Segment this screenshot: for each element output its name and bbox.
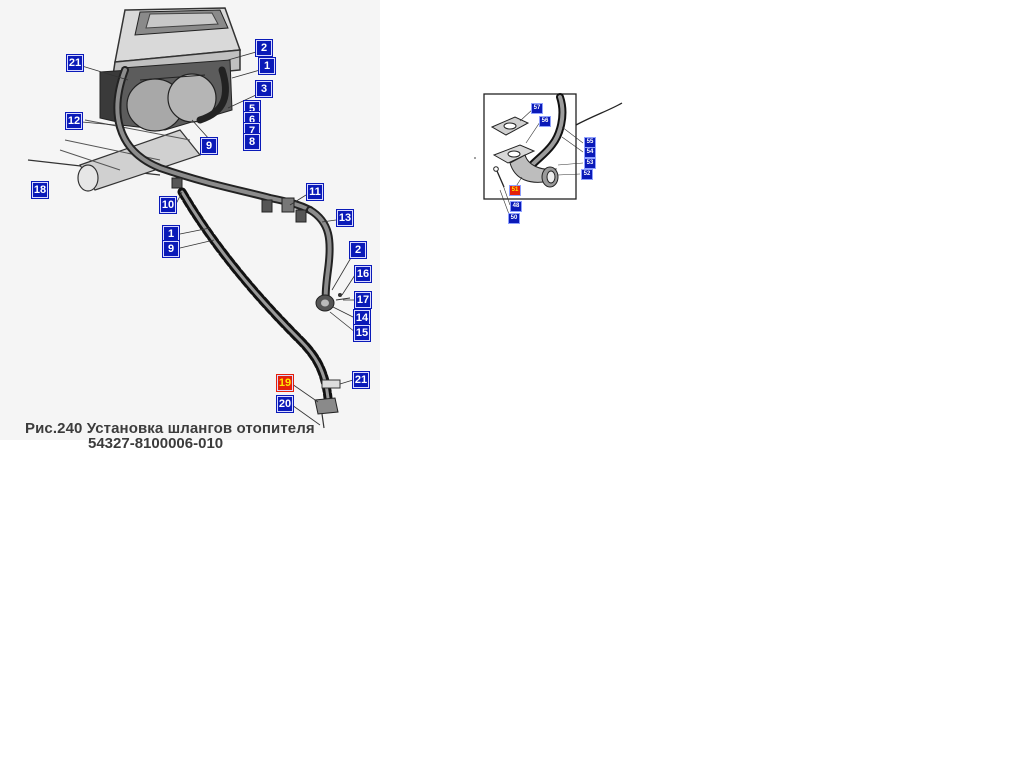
heater-hose-drawing	[27, 7, 356, 429]
callout-16[interactable]: 16	[354, 265, 372, 283]
callout-21-top[interactable]: 21	[66, 54, 84, 72]
valve-body	[315, 293, 351, 312]
drain-tap	[314, 379, 341, 429]
callout-2-mid[interactable]: 2	[349, 241, 367, 259]
callout-9-mid[interactable]: 9	[162, 240, 180, 258]
callout-15[interactable]: 15	[353, 324, 371, 342]
inset-callout-51-selected[interactable]: 51	[509, 185, 521, 196]
inset-callout-55[interactable]: 55	[584, 137, 596, 148]
inset-callout-56[interactable]: 56	[539, 116, 551, 127]
inset-callout-53[interactable]: 53	[584, 158, 596, 169]
callout-21-bottom[interactable]: 21	[352, 371, 370, 389]
callout-12[interactable]: 12	[65, 112, 83, 130]
callout-8[interactable]: 8	[243, 133, 261, 151]
callout-20[interactable]: 20	[276, 395, 294, 413]
main-diagram: 21 2 1 3 5 6 7 8 12 9 18 10 11 13 1 9 2 …	[0, 0, 380, 452]
callout-1-mid[interactable]: 1	[162, 225, 180, 243]
figure-caption: Рис.240 Установка шлангов отопителя	[25, 420, 315, 437]
callout-9-top[interactable]: 9	[200, 137, 218, 155]
callout-19-selected[interactable]: 19	[276, 374, 294, 392]
callout-2-top[interactable]: 2	[255, 39, 273, 57]
callout-3[interactable]: 3	[255, 80, 273, 98]
inset-callout-52[interactable]: 52	[581, 169, 593, 180]
inset-callout-54[interactable]: 54	[584, 147, 596, 158]
callout-18[interactable]: 18	[31, 181, 49, 199]
inset-callout-48[interactable]: 48	[510, 201, 522, 212]
callout-1-top[interactable]: 1	[258, 57, 276, 75]
inset-callout-57[interactable]: 57	[531, 103, 543, 114]
callout-13[interactable]: 13	[336, 209, 354, 227]
callout-11[interactable]: 11	[306, 183, 324, 201]
callout-14[interactable]: 14	[353, 309, 371, 327]
corrugated-hose	[177, 187, 333, 403]
inset-callout-50[interactable]: 50	[508, 213, 520, 224]
callout-10[interactable]: 10	[159, 196, 177, 214]
inset-diagram: 57 56 55 54 53 52 51 48 50	[470, 85, 630, 230]
callout-17[interactable]: 17	[354, 291, 372, 309]
leader-lines	[81, 51, 356, 426]
inlet-pipe-drawing	[474, 93, 623, 218]
figure-part-number: 54327-8100006-010	[88, 435, 224, 452]
